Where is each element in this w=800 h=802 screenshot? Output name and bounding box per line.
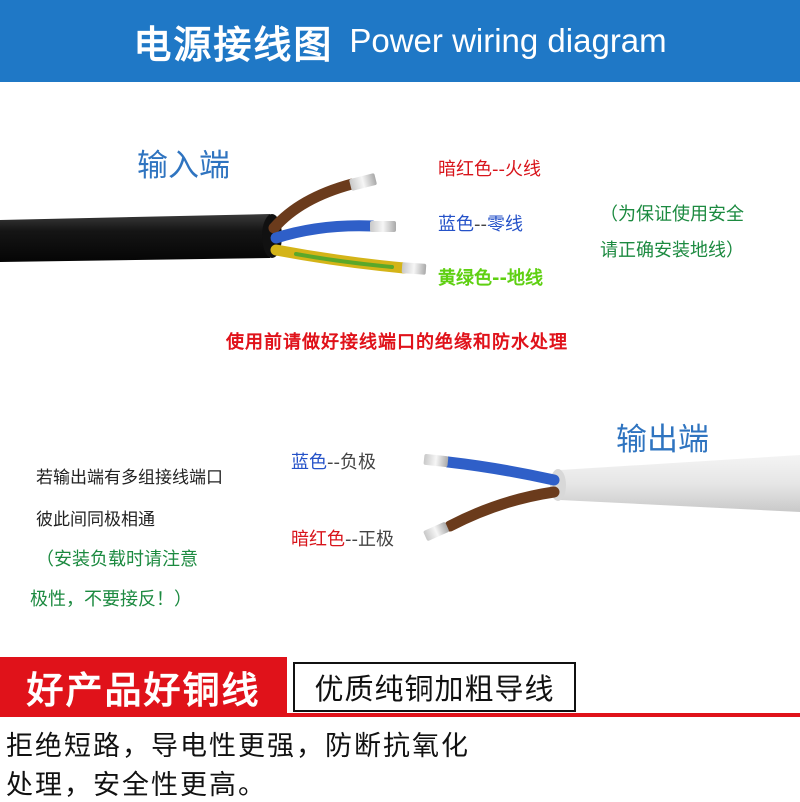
live-wire-label: 暗红色--火线 <box>438 159 541 180</box>
quality-tagline: 优质纯铜加粗导线 <box>293 662 576 712</box>
output-note-line2: 彼此间同极相通 <box>36 510 155 530</box>
quality-badge: 好产品好铜线 <box>0 657 287 717</box>
output-cable <box>423 453 800 541</box>
negative-wire-label: 蓝色--负极 <box>291 452 376 473</box>
input-heading: 输入端 <box>137 148 230 184</box>
insulation-warning: 使用前请做好接线端口的绝缘和防水处理 <box>226 332 568 353</box>
ground-note-line1: （为保证使用安全 <box>600 204 744 225</box>
output-heading: 输出端 <box>616 422 709 458</box>
desc-line1: 拒绝短路，导电性更强，防断抗氧化 <box>6 731 470 762</box>
title-zh: 电源接线图 <box>133 22 334 67</box>
ground-note-line2: 请正确安装地线） <box>600 240 744 261</box>
input-cable <box>0 173 427 275</box>
output-note-line1: 若输出端有多组接线端口 <box>36 468 223 488</box>
ground-wire-label: 黄绿色--地线 <box>438 268 543 289</box>
polarity-note-line1: （安装负载时请注意 <box>36 549 198 570</box>
polarity-note-line2: 极性，不要接反！） <box>30 589 192 610</box>
desc-line2: 处理，安全性更高。 <box>6 770 267 801</box>
title-en: Power wiring diagram <box>349 22 667 59</box>
positive-wire-label: 暗红色--正极 <box>291 529 394 550</box>
title-banner: 电源接线图 Power wiring diagram <box>0 0 800 82</box>
neutral-wire-label: 蓝色--零线 <box>438 214 523 235</box>
bottom-divider <box>0 713 800 717</box>
